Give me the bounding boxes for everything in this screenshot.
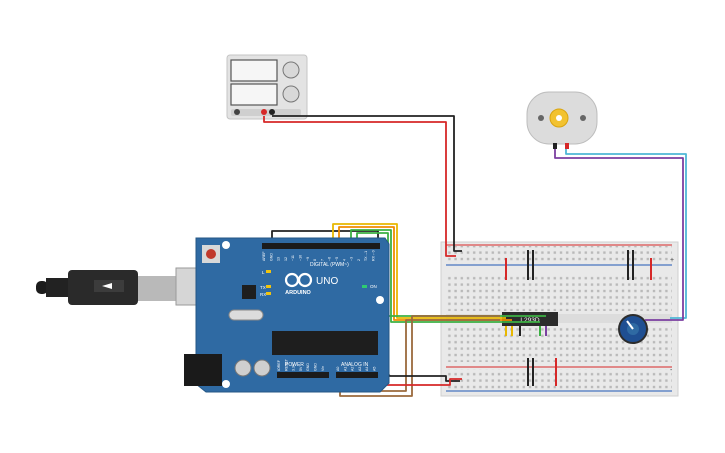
digital-pin-label: ~9 <box>306 257 310 261</box>
potentiometer-icon[interactable] <box>618 314 648 344</box>
analog-pin-label: A3 <box>358 367 362 371</box>
digital-pin-label: 8 <box>313 259 317 261</box>
power-pin-label: GND <box>314 363 318 371</box>
analog-pin-label: A1 <box>343 367 347 371</box>
analog-pin-label: A0 <box>336 367 340 371</box>
power-pin-label: Vin <box>321 366 325 371</box>
power-pin-label: 3.3V <box>292 363 296 371</box>
digital-pin-label: 13 <box>277 257 281 261</box>
digital-pin-label: RX←0 <box>372 250 376 261</box>
arduino-model: UNO <box>316 276 338 287</box>
rail-plus-label: + <box>670 257 674 264</box>
digital-header-label: DIGITAL (PWM~) <box>310 262 349 268</box>
arduino-leds <box>266 270 367 295</box>
digital-pin-label: ~3 <box>350 257 354 261</box>
digital-pin-label: ~10 <box>299 255 303 261</box>
l293d-chip[interactable]: L293D <box>502 312 558 326</box>
analog-pin-label: A2 <box>351 367 355 371</box>
power-pin-label: GND <box>306 363 310 371</box>
digital-pin-label: ~6 <box>328 257 332 261</box>
power-pin-label: IOREF <box>277 359 281 371</box>
digital-pin-label: AREF <box>262 251 266 261</box>
arduino-logo-icon <box>284 272 313 288</box>
power-pin-label: 5V <box>299 366 303 371</box>
analog-header-label: ANALOG IN <box>341 362 369 368</box>
digital-pin-label: ~11 <box>291 255 295 261</box>
analog-pin-label: A4 <box>365 367 369 371</box>
power-supply-icon[interactable] <box>226 54 308 120</box>
analog-pin-label: A5 <box>373 367 377 371</box>
digital-pin-label: 4 <box>342 259 346 261</box>
power-header-label: POWER <box>285 362 304 368</box>
digital-pin-label: 12 <box>284 257 288 261</box>
rail-minus-label: - <box>670 367 673 374</box>
digital-pin-label: 2 <box>357 259 361 261</box>
chip-label: L293D <box>520 317 539 324</box>
digital-pin-label: TX→1 <box>364 251 368 261</box>
usb-cable-icon <box>36 267 197 306</box>
dc-motor-icon[interactable] <box>526 91 598 149</box>
digital-pin-label: GND <box>269 253 273 261</box>
digital-pin-label: 7 <box>320 259 324 261</box>
breadboard-jumpers <box>505 250 652 386</box>
arduino-brand: ARDUINO <box>285 290 311 296</box>
power-pin-label: RESET <box>284 358 288 371</box>
led-on-label: ON <box>370 284 377 289</box>
led-tx-label: TX <box>260 285 266 290</box>
led-l-label: L <box>262 270 265 275</box>
digital-pin-label: ~5 <box>335 257 339 261</box>
arduino-uno-board[interactable] <box>184 237 390 393</box>
arduino-labels: ARDUINO UNO DIGITAL (PWM~) POWER ANALOG … <box>260 262 377 368</box>
led-rx-label: RX <box>260 292 266 297</box>
